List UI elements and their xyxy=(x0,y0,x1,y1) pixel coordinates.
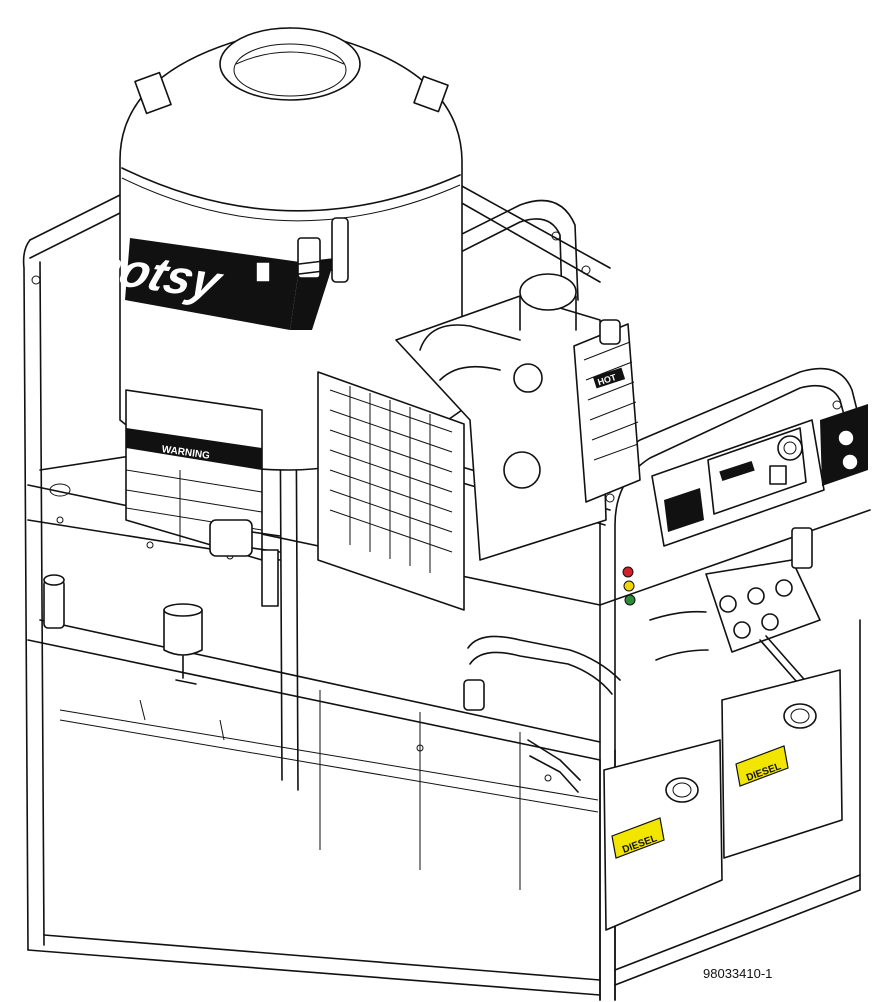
frame-lower xyxy=(59,690,599,890)
lower-components xyxy=(43,483,203,685)
heater-tank: hotsy WARNING xyxy=(83,27,463,607)
indicator-lights xyxy=(622,566,636,606)
indicator-red xyxy=(622,566,634,578)
fuel-cap-right xyxy=(783,703,817,729)
exhaust-shield: HOT xyxy=(573,323,641,503)
hoses xyxy=(463,635,621,793)
indicator-green xyxy=(624,594,636,606)
control-panel xyxy=(622,404,868,606)
engine-assembly: HOT xyxy=(317,273,641,611)
pump-assembly xyxy=(649,527,821,691)
tank-fittings xyxy=(209,217,349,607)
fuel-tanks: DIESEL DIESEL xyxy=(603,669,843,931)
fuel-cap-left xyxy=(665,777,699,803)
indicator-yellow xyxy=(623,580,635,592)
part-number: 98033410-1 xyxy=(703,966,773,981)
radiator-grille xyxy=(329,386,453,573)
